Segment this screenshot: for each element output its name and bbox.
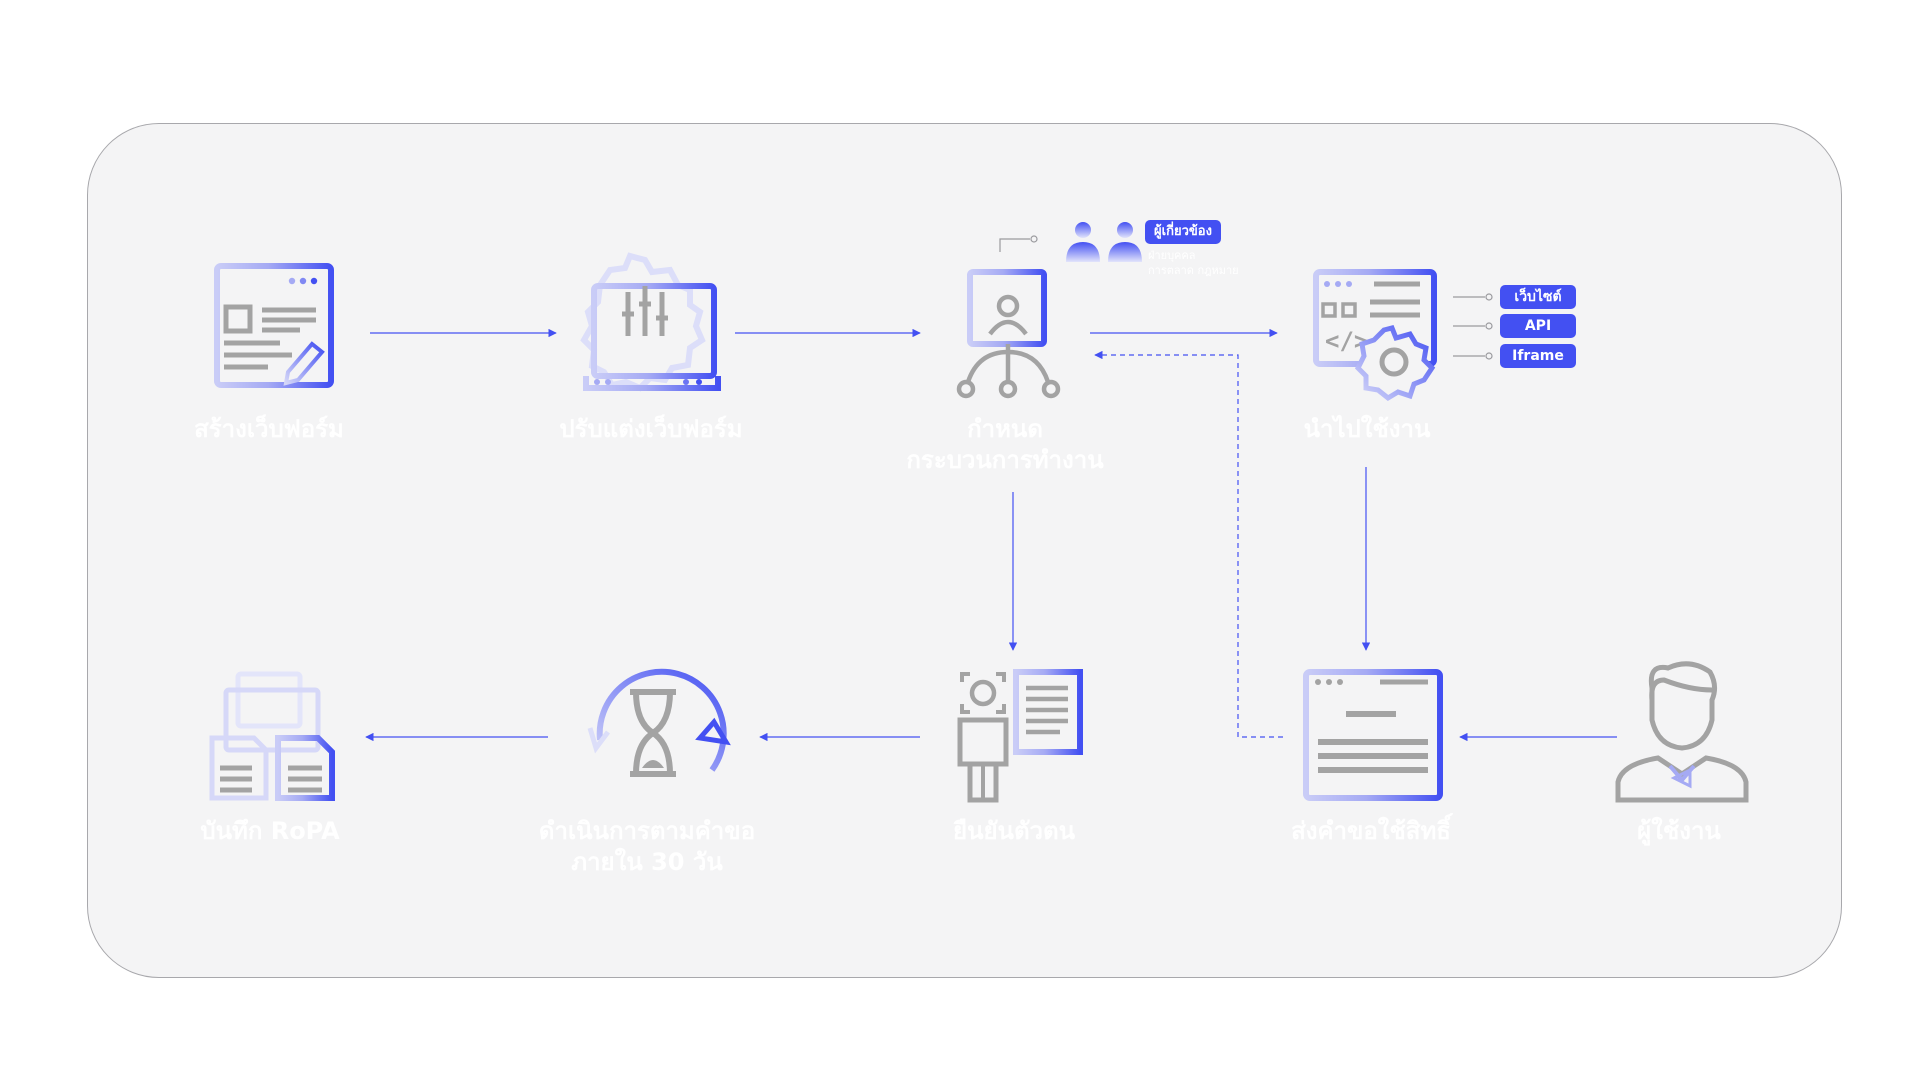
user-icon xyxy=(1615,661,1749,803)
flow-arrows xyxy=(365,235,1617,742)
step-label-create-form: สร้างเว็บฟอร์ม xyxy=(194,415,344,443)
step-label-deploy: นำไปใช้งาน xyxy=(1303,415,1431,443)
channel-connectors xyxy=(1453,293,1493,360)
step-label-verify-identity: ยืนยันตัวตน xyxy=(953,817,1075,845)
arrow-request-back-to-workflow xyxy=(1094,350,1283,738)
identity-card-icon xyxy=(957,669,1083,803)
channel-iframe: Iframe xyxy=(1500,344,1576,368)
web-form-edit-icon xyxy=(214,263,334,388)
diagram-panel xyxy=(87,123,1842,978)
stakeholders-people-icon xyxy=(1066,222,1142,262)
step-label-user: ผู้ใช้งาน xyxy=(1637,817,1721,845)
request-form-window-icon xyxy=(1303,669,1443,801)
workflow-hierarchy-icon xyxy=(956,269,1061,399)
step-label-record-ropa: บันทึก RoPA xyxy=(200,817,340,845)
code-window-gear-icon: </> xyxy=(1313,269,1437,402)
step-label-submit-request: ส่งคำขอใช้สิทธิ์ xyxy=(1291,817,1451,845)
step-label-customize-form: ปรับแต่งเว็บฟอร์ม xyxy=(559,415,743,443)
channel-api: API xyxy=(1500,314,1576,338)
documents-stack-icon xyxy=(209,671,335,801)
channel-website: เว็บไซต์ xyxy=(1500,285,1576,309)
hourglass-cycle-icon xyxy=(587,668,731,777)
settings-sliders-icon xyxy=(580,252,721,392)
step-label-define-workflow: กำหนด กระบวนการทำงาน xyxy=(906,415,1104,474)
stakeholders-detail: ฝ่ายบุคคล การตลาด กฎหมาย xyxy=(1148,249,1239,277)
step-label-process-request: ดำเนินการตามคำขอ ภายใน 30 วัน xyxy=(538,817,756,876)
stakeholders-badge: ผู้เกี่ยวข้อง xyxy=(1145,220,1221,244)
